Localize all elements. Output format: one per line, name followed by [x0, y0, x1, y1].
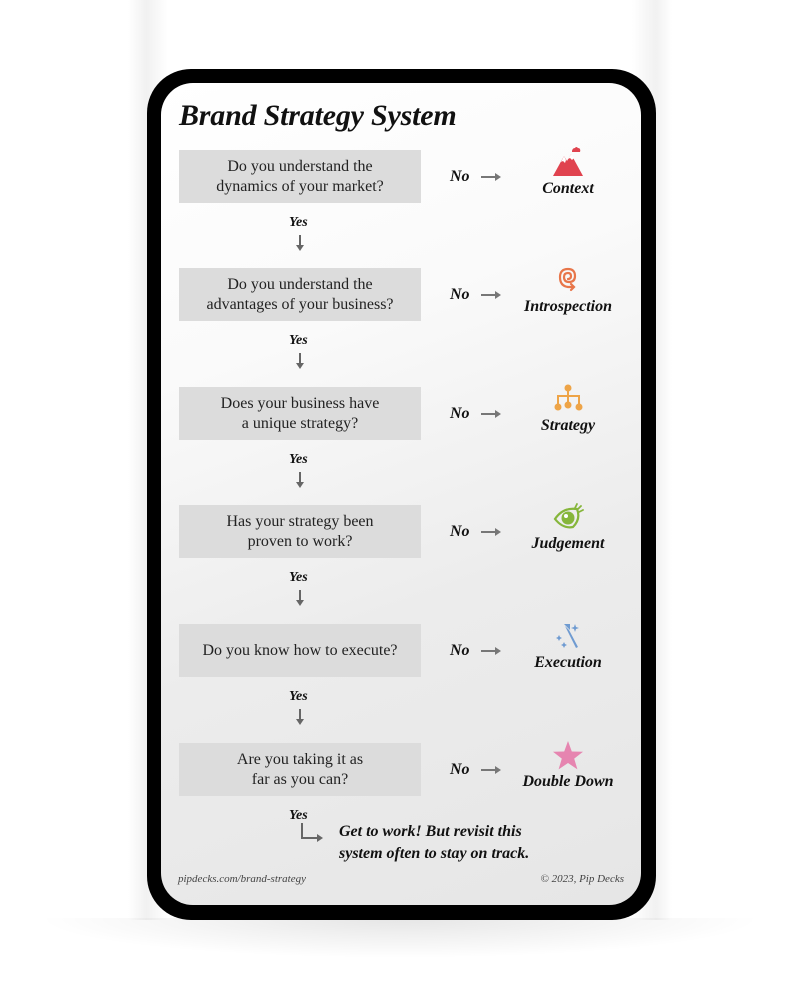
mountain-icon	[553, 147, 583, 176]
outcome-execution: Execution	[511, 620, 625, 682]
no-label: No	[450, 286, 470, 303]
flow-step-introspection: Do you understand the advantages of your…	[161, 267, 641, 322]
down-arrow-icon	[296, 590, 304, 606]
outcome-label: Execution	[534, 654, 602, 671]
flow-step-judgement: Has your strategy been proven to work? N…	[161, 503, 641, 559]
yes-label: Yes	[289, 689, 308, 704]
no-label: No	[450, 761, 470, 778]
question-box: Do you understand the advantages of your…	[179, 268, 421, 321]
final-message: Get to work! But revisit this system oft…	[339, 823, 530, 862]
down-arrow-icon	[296, 709, 304, 725]
card-title: Brand Strategy System	[179, 99, 457, 132]
question-box: Has your strategy been proven to work?	[179, 505, 421, 558]
outcome-introspection: Introspection	[511, 264, 625, 326]
down-arrow-icon	[296, 235, 304, 251]
down-arrow-icon	[296, 353, 304, 369]
card-face: Brand Strategy System Do you understand …	[161, 83, 641, 905]
magic-wand-icon	[556, 624, 579, 648]
flow-step-context: Do you understand the dynamics of your m…	[161, 147, 641, 204]
star-icon	[553, 741, 583, 770]
outcome-label: Judgement	[531, 535, 605, 552]
hierarchy-icon	[554, 384, 583, 411]
no-label: No	[450, 168, 470, 185]
question-box: Are you taking it as far as you can?	[179, 743, 421, 796]
right-arrow-icon	[481, 291, 501, 299]
right-arrow-icon	[481, 766, 501, 774]
yes-label: Yes	[289, 808, 308, 823]
footer-copyright: © 2023, Pip Decks	[540, 873, 624, 885]
outcome-label: Strategy	[540, 417, 596, 434]
right-arrow-icon	[481, 410, 501, 418]
yes-label: Yes	[289, 215, 308, 230]
outcome-label: Context	[542, 180, 594, 197]
right-arrow-icon	[481, 528, 501, 536]
yes-label: Yes	[289, 333, 308, 348]
question-box: Does your business have a unique strateg…	[179, 387, 421, 440]
footer-url: pipdecks.com/brand-strategy	[178, 873, 306, 885]
spiral-icon	[558, 267, 577, 292]
question-box: Do you understand the dynamics of your m…	[179, 150, 421, 203]
brand-strategy-card: Brand Strategy System Do you understand …	[147, 69, 656, 920]
right-arrow-icon	[481, 173, 501, 181]
outcome-judgement: Judgement	[511, 501, 625, 563]
outcome-label: Introspection	[523, 298, 612, 315]
no-label: No	[450, 405, 470, 422]
elbow-arrow-icon	[301, 823, 323, 842]
flow-step-strategy: Does your business have a unique strateg…	[161, 384, 641, 441]
flow-step-double-down: Are you taking it as far as you can? No …	[161, 741, 641, 797]
yes-label: Yes	[289, 570, 308, 585]
outcome-strategy: Strategy	[511, 383, 625, 445]
yes-label: Yes	[289, 452, 308, 467]
question-box: Do you know how to execute?	[179, 624, 421, 677]
outcome-double-down: Double Down	[511, 739, 625, 801]
down-arrow-icon	[296, 472, 304, 488]
flow-step-execution: Do you know how to execute? No Execution	[161, 624, 641, 678]
card-floor-shadow	[0, 918, 800, 992]
no-label: No	[450, 642, 470, 659]
right-arrow-icon	[481, 647, 501, 655]
outcome-label: Double Down	[522, 773, 614, 790]
eye-icon	[553, 503, 584, 529]
outcome-context: Context	[511, 146, 625, 208]
no-label: No	[450, 523, 470, 540]
